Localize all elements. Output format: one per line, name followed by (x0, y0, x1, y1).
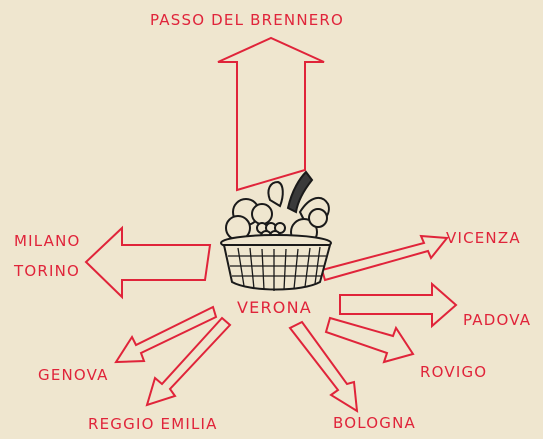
arrow-vicenza (320, 234, 449, 282)
label-reggio-emilia: REGGIO EMILIA (88, 415, 218, 433)
arrow-rovigo (324, 316, 415, 364)
arrow-genova (114, 305, 218, 364)
label-vicenza: VICENZA (446, 229, 521, 247)
label-rovigo: ROVIGO (420, 363, 488, 381)
arrow-reggio-emilia (145, 316, 232, 407)
fruit-basket-icon (220, 170, 332, 291)
label-passo-del-brennero: PASSO DEL BRENNERO (150, 11, 345, 29)
arrow-brennero (217, 36, 325, 192)
arrow-bologna (288, 320, 359, 413)
arrow-padova (339, 281, 458, 329)
label-genova: GENOVA (38, 366, 109, 384)
label-verona: VERONA (237, 298, 312, 317)
label-torino: TORINO (14, 262, 81, 280)
label-padova: PADOVA (463, 311, 532, 329)
label-milano: MILANO (14, 232, 81, 250)
arrow-milano-torino (84, 225, 212, 300)
label-bologna: BOLOGNA (333, 414, 416, 432)
